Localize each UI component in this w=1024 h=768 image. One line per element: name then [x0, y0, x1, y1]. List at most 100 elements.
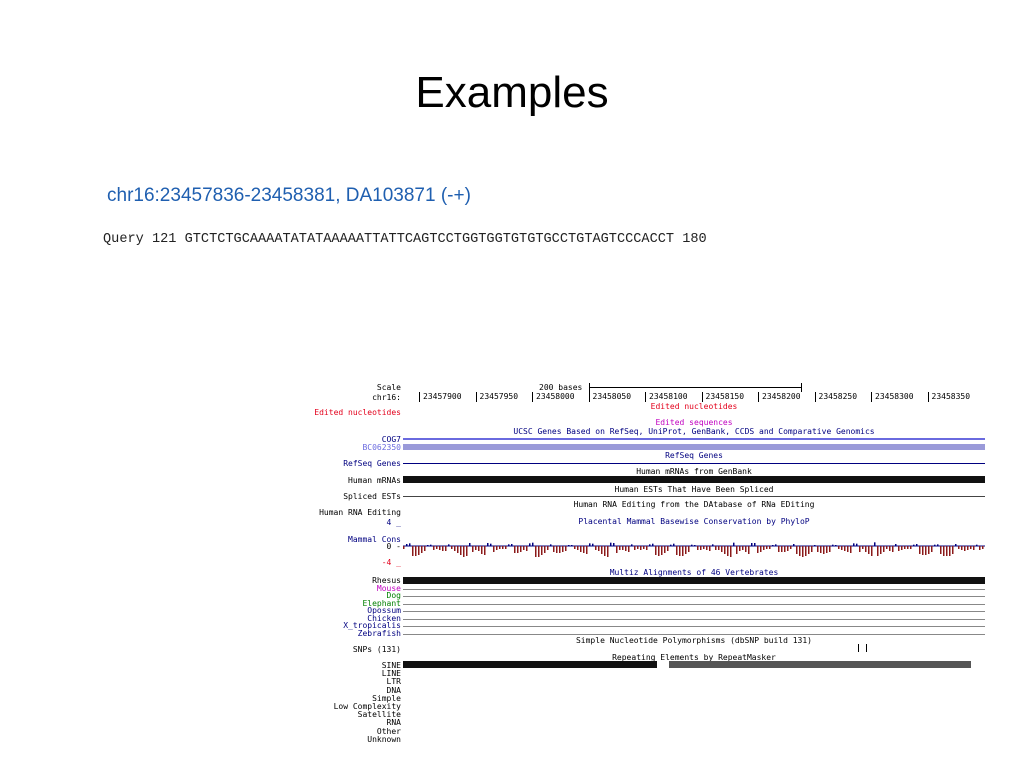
cons-bar: [586, 546, 588, 554]
ruler-tick: [758, 392, 759, 402]
snps-label[interactable]: SNPs (131): [352, 645, 401, 654]
cons-bar: [649, 544, 651, 546]
cons-bar: [583, 546, 585, 553]
cons-bar: [940, 546, 942, 554]
cons-bar: [736, 546, 738, 554]
repeat-label[interactable]: SINE: [381, 661, 401, 670]
species-label[interactable]: X_tropicalis: [343, 621, 401, 630]
cons-bar: [796, 546, 798, 554]
cons-bar: [676, 546, 678, 555]
cons-bar: [481, 546, 483, 554]
cons-bar: [913, 544, 915, 546]
species-label[interactable]: Dog: [386, 591, 401, 600]
cons-bar: [652, 543, 654, 546]
species-label[interactable]: Opossum: [367, 606, 401, 615]
cons-min-label: -4 _: [381, 558, 401, 567]
cons-bar: [466, 546, 468, 556]
cons-bar: [754, 543, 756, 546]
cons-bar: [748, 546, 750, 554]
cons-bar: [469, 543, 471, 546]
cons-bar: [673, 543, 675, 546]
cons-bar: [577, 546, 579, 550]
cons-bar: [622, 546, 624, 550]
cons-bar: [766, 546, 768, 549]
repeat-label[interactable]: DNA: [386, 685, 401, 695]
cons-bar: [499, 546, 501, 549]
ests-title: Human ESTs That Have Been Spliced: [614, 485, 774, 494]
cons-bar: [415, 546, 417, 556]
mammal-cons-label[interactable]: Mammal Cons: [348, 535, 401, 544]
cons-bar: [802, 546, 804, 557]
cons-bar: [478, 546, 480, 551]
chrom-label: chr16:: [372, 393, 401, 402]
repeat-label[interactable]: Unknown: [367, 734, 401, 744]
cons-bar: [712, 544, 714, 546]
bc062350-label[interactable]: BC062350: [362, 443, 401, 452]
cons-bar: [550, 544, 552, 546]
spliced-ests-label[interactable]: Spliced ESTs: [343, 492, 401, 501]
cons-bar: [793, 544, 795, 546]
placental-title: Placental Mammal Basewise Conservation b…: [578, 517, 810, 526]
cons-bar: [721, 546, 723, 552]
repeat-label[interactable]: Simple: [372, 693, 401, 703]
cons-bar: [703, 546, 705, 549]
cons-bar: [739, 546, 741, 551]
mrna-bar: [403, 476, 985, 483]
snp-mark: [866, 644, 867, 652]
rna-editing-label[interactable]: Human RNA Editing: [319, 508, 401, 517]
cons-bar: [529, 543, 531, 546]
species-label[interactable]: Mouse: [376, 583, 401, 593]
scale-bar: [589, 387, 801, 388]
cons-bar: [910, 546, 912, 549]
cons-bar: [844, 546, 846, 551]
cons-bar: [688, 546, 690, 552]
repeat-label[interactable]: LINE: [381, 669, 401, 679]
cons-bar: [547, 546, 549, 550]
repeat-label[interactable]: Other: [376, 726, 401, 736]
mrna-label[interactable]: Human mRNAs: [348, 476, 401, 485]
ruler-position: 23458350: [931, 392, 971, 401]
species-label[interactable]: Chicken: [367, 613, 401, 623]
species-label[interactable]: Rhesus: [372, 576, 401, 585]
cons-bar: [889, 546, 891, 551]
cons-bar: [877, 546, 879, 556]
cons-bar: [535, 546, 537, 557]
cons-bar: [811, 546, 813, 552]
cons-bar: [865, 546, 867, 552]
cons-bar: [679, 546, 681, 556]
ruler-position: 23457900: [423, 392, 462, 401]
cons-bar: [658, 546, 660, 556]
cons-bar: [868, 546, 870, 554]
cons-bar: [430, 544, 432, 546]
cons-bar: [559, 546, 561, 553]
repeat-label[interactable]: LTR: [386, 677, 401, 687]
species-line: [403, 626, 985, 627]
ruler-position: 23458000: [536, 392, 575, 401]
ruler-tick: [871, 392, 872, 402]
cons-bar: [943, 546, 945, 556]
repeat-label[interactable]: RNA: [386, 718, 401, 728]
species-label[interactable]: Elephant: [362, 598, 401, 608]
cons-bar: [859, 546, 861, 552]
cons-bar: [511, 544, 513, 546]
cons-bar: [808, 546, 810, 554]
cons-bar: [625, 546, 627, 551]
cons-bar: [490, 543, 492, 546]
cons-bar: [784, 546, 786, 552]
cons-bar: [730, 546, 732, 557]
cons-bar: [598, 546, 600, 551]
cog7-label[interactable]: COG7: [381, 435, 401, 444]
repeat-label[interactable]: Satellite: [357, 710, 401, 720]
cons-bar: [946, 546, 948, 556]
species-label[interactable]: Zebrafish: [357, 628, 401, 638]
cons-bar: [763, 546, 765, 550]
cons-bar: [838, 546, 840, 549]
refseq-label[interactable]: RefSeq Genes: [343, 459, 401, 468]
cons-bar: [655, 546, 657, 555]
cons-bar: [523, 546, 525, 550]
cons-bar: [496, 546, 498, 550]
repeat-label[interactable]: Low Complexity: [333, 702, 401, 711]
cons-bar: [934, 544, 936, 546]
cons-bar: [595, 546, 597, 550]
edited-nucleotides-label[interactable]: Edited nucleotides: [314, 408, 401, 417]
